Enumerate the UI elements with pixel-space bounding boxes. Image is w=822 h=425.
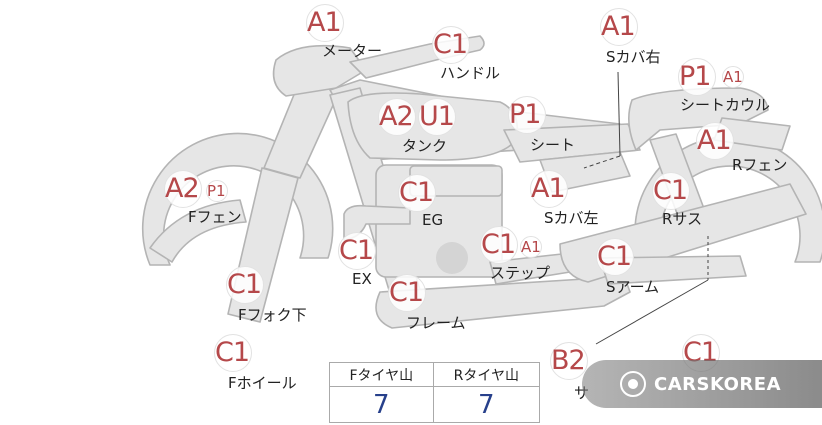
seat-cowl [628, 87, 769, 151]
meter-label: メーター [322, 42, 383, 60]
eg-grade: C1 [398, 174, 436, 212]
f-fender-sub-grade: P1 [206, 180, 228, 202]
f-fork-label: Fフォク下 [238, 306, 307, 324]
r-sus-grade: C1 [652, 172, 690, 210]
f-fender-label: Fフェン [188, 208, 242, 226]
r-fender-label: Rフェン [732, 156, 788, 174]
f-wheel-grade: C1 [214, 334, 252, 372]
tank-grade: A2 [378, 98, 416, 136]
front-tread-value: 7 [329, 386, 434, 423]
brand-logo-icon [620, 371, 646, 397]
step-label: ステップ [490, 264, 551, 282]
s-cover-left-label: Sカバ左 [544, 209, 599, 227]
f-wheel-label: Fホイール [228, 374, 297, 392]
rear-tread-header: Rタイヤ山 [432, 362, 541, 387]
step-sub-grade: A1 [520, 236, 542, 258]
s-cover-right-grade: A1 [600, 8, 638, 46]
front-tread-header: Fタイヤ山 [329, 362, 434, 387]
rear-tread-value: 7 [432, 386, 541, 423]
front-fender [149, 199, 247, 263]
s-cover-left-grade: A1 [530, 170, 568, 208]
r-fender-grade: A1 [696, 122, 734, 160]
seat-cowl-grade: P1 [678, 58, 716, 96]
s-arm-grade: C1 [596, 238, 634, 276]
chain-guard [599, 255, 747, 285]
f-fork-grade: C1 [226, 266, 264, 304]
eg-label: EG [422, 211, 444, 229]
handle-label: ハンドル [440, 64, 501, 82]
seat [503, 123, 641, 163]
f-fender-grade: A2 [164, 170, 202, 208]
frame-label: フレーム [406, 314, 466, 332]
seat-grade: P1 [508, 96, 546, 134]
seat-label: シート [530, 136, 576, 154]
r-sus-label: Rサス [662, 210, 703, 228]
seat-cowl-label: シートカウル [680, 96, 771, 114]
side-stand-grade: B2 [550, 342, 588, 380]
s-arm-label: Sアーム [606, 278, 660, 296]
step-grade: C1 [480, 226, 518, 264]
engine-cover [436, 242, 468, 274]
watermark: CARSKOREA [582, 360, 822, 408]
seat-cowl-sub-grade: A1 [722, 66, 744, 88]
ex-label: EX [352, 270, 372, 288]
tire-tread-table: Fタイヤ山 Rタイヤ山 7 7 [329, 362, 541, 423]
meter-grade: A1 [306, 4, 344, 42]
ex-grade: C1 [338, 232, 376, 270]
tank-label: タンク [402, 137, 448, 155]
fork-upper [263, 79, 341, 179]
handle-grade: C1 [432, 26, 470, 64]
watermark-brand: CARSKOREA [654, 373, 781, 395]
s-cover-right-label: Sカバ右 [606, 48, 661, 66]
tank-grade-2: U1 [418, 98, 456, 136]
frame-grade: C1 [388, 274, 426, 312]
